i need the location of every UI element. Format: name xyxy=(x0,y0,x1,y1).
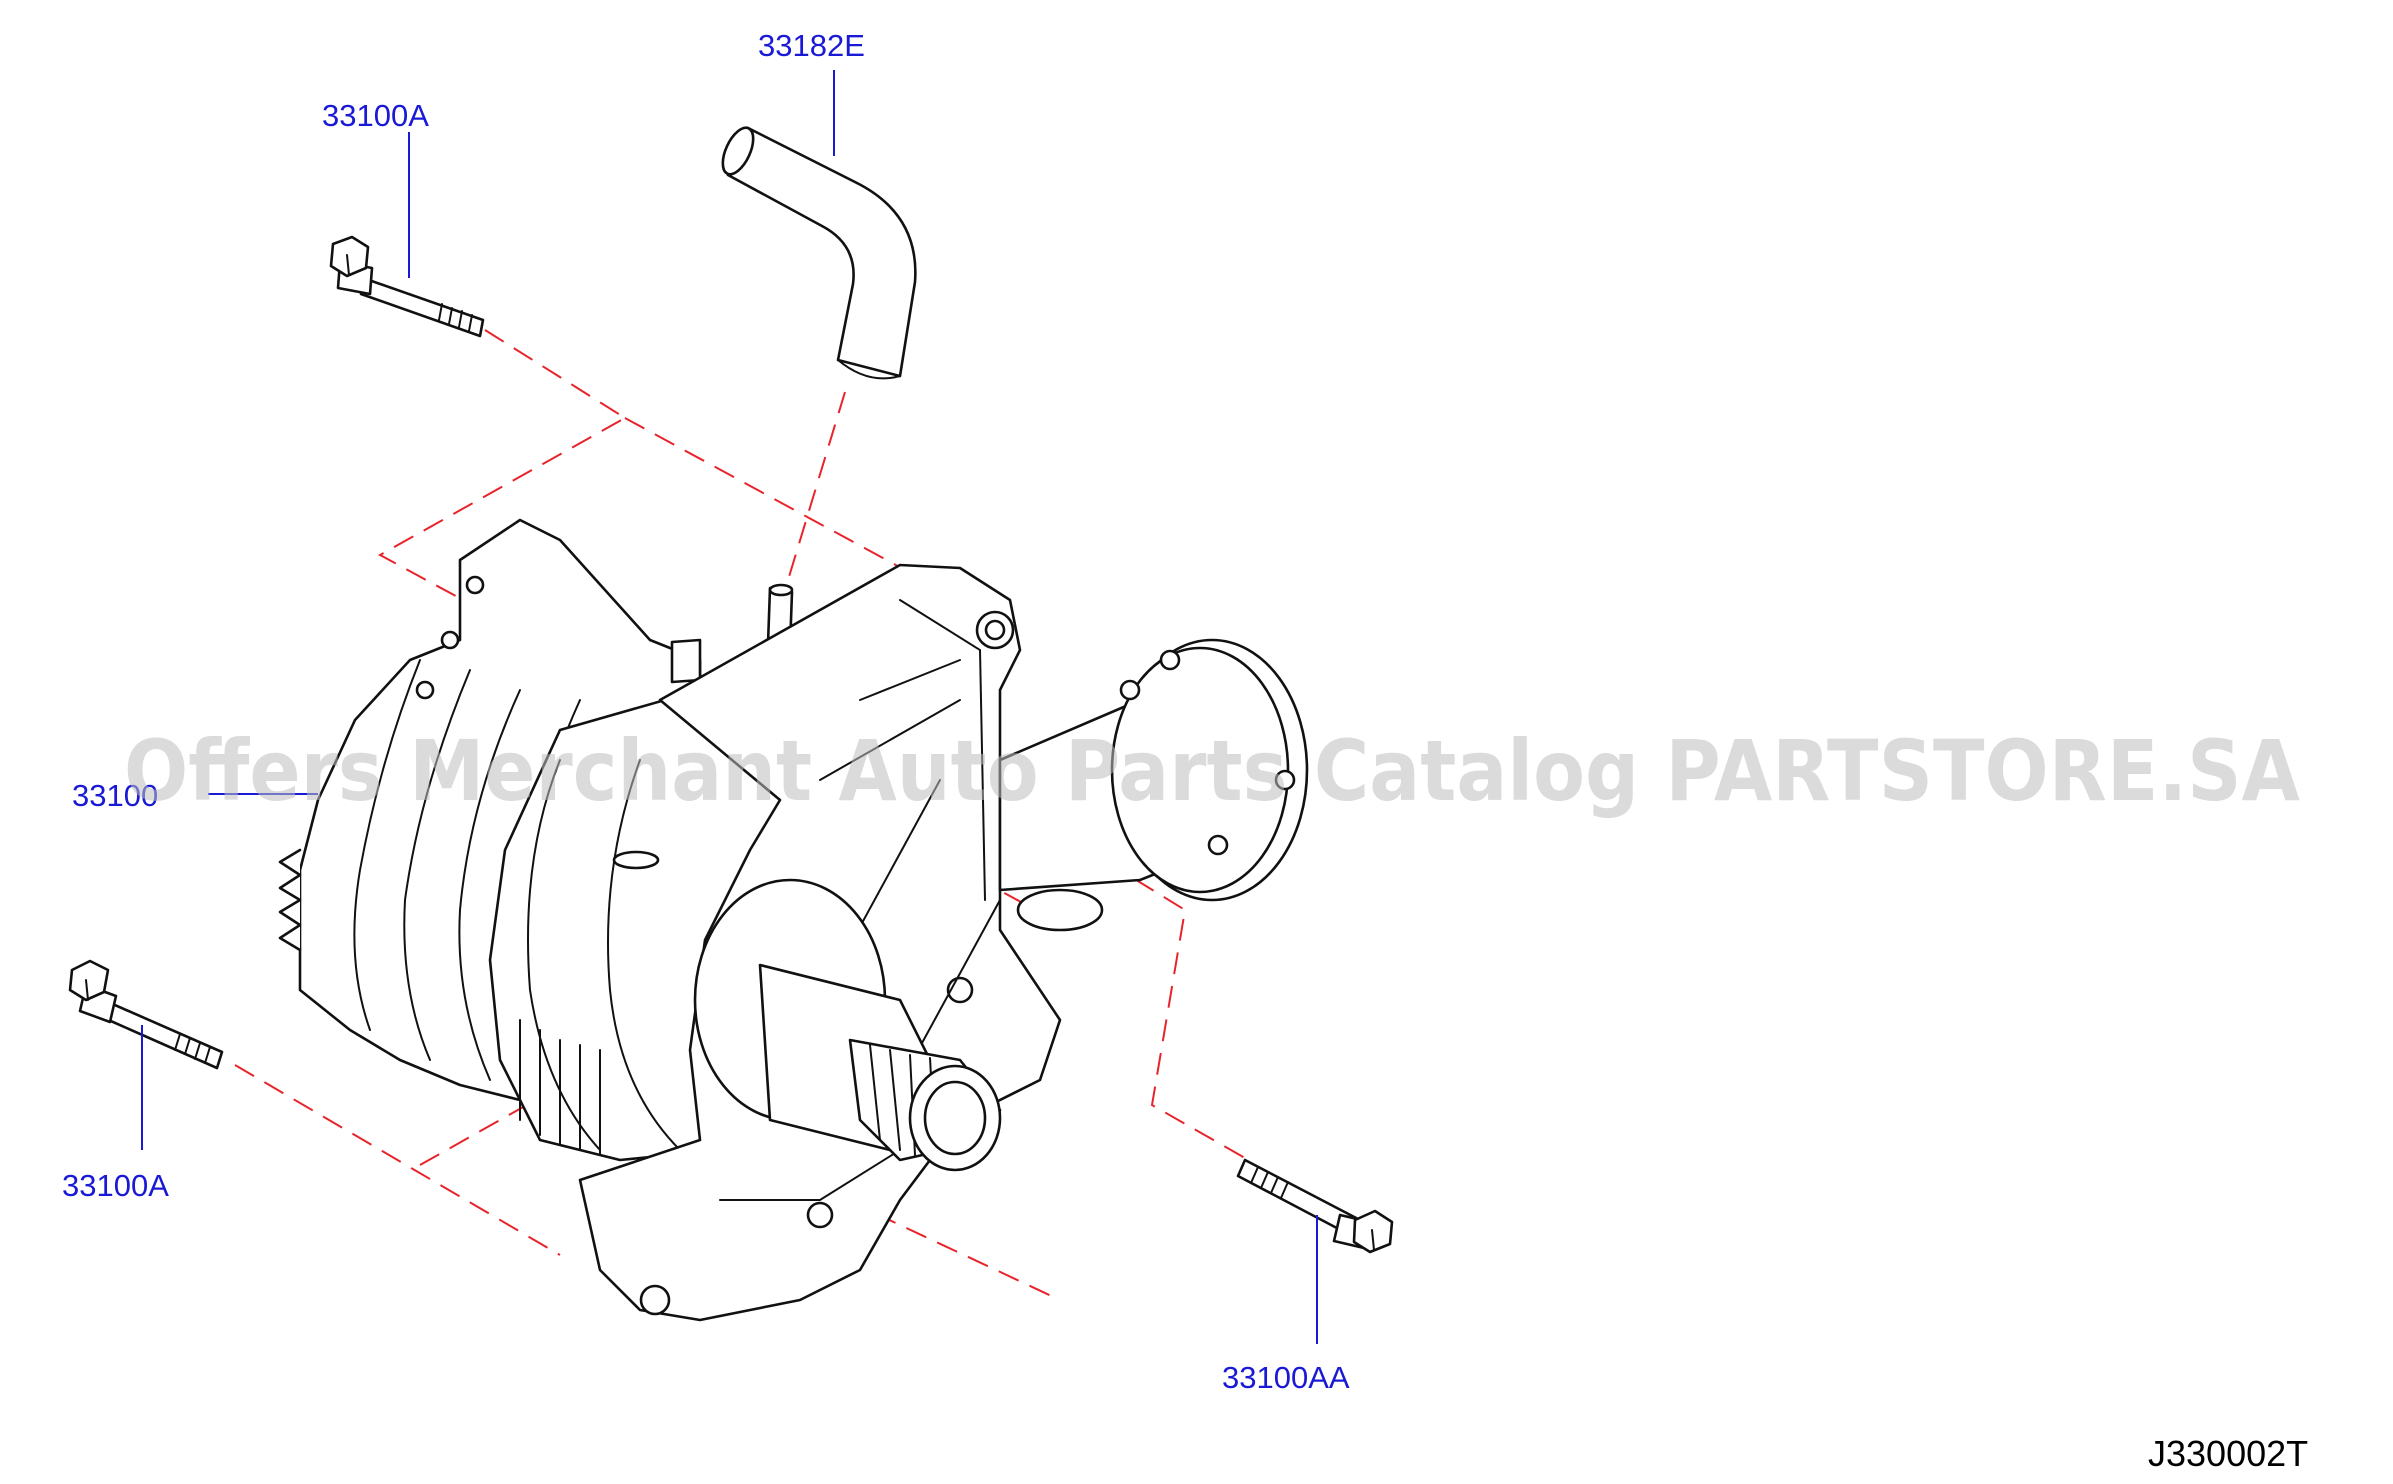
bolt-lower-right xyxy=(1236,1158,1394,1254)
transfer-assembly xyxy=(278,518,1309,1322)
leader-lines xyxy=(141,70,1318,1344)
callout-lower-left-bolt: 33100A xyxy=(62,1168,169,1203)
watermark: Offers Merchant Auto Parts Catalog PARTS… xyxy=(124,722,2300,820)
callout-upper-left-bolt: 33100A xyxy=(322,98,429,133)
callout-assembly: 33100 xyxy=(72,778,158,813)
hose-33182E xyxy=(721,126,917,380)
callout-33182E: 33182E xyxy=(758,28,865,63)
figure-code: J330002T xyxy=(2148,1433,2308,1474)
bolt-upper-left xyxy=(329,235,485,338)
callout-lower-right-bolt: 33100AA xyxy=(1222,1360,1350,1395)
bolt-lower-left xyxy=(68,959,224,1070)
